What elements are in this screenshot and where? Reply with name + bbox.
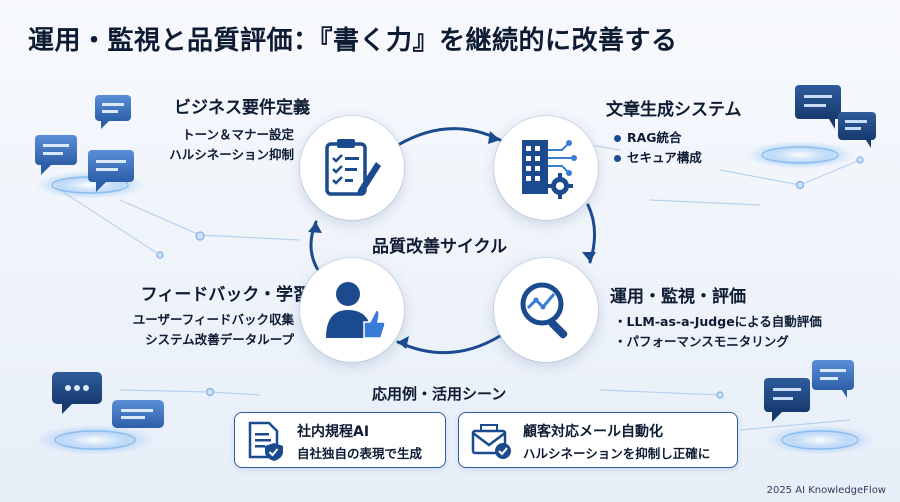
stage-generation-system-title: 文章生成システム (606, 100, 742, 120)
use-case-title: 顧客対応メール自動化 (523, 424, 663, 440)
stage-operation-monitoring-items: ・LLM-as-a-Judgeによる自動評価 ・パフォーマンスモニタリング (614, 312, 822, 352)
chat-bubbles-top-right (745, 85, 876, 169)
stage-item: ユーザーフィードバック収集 (132, 312, 294, 327)
use-case-card-internal-rules: 社内規程AI 自社独自の表現で生成 (234, 412, 446, 468)
bullet-dot (614, 154, 621, 162)
clipboard-checklist-pen-icon (325, 139, 381, 196)
magnifier-chart-icon (520, 282, 568, 339)
stage-item: ハルシネーション抑制 (169, 147, 294, 162)
use-cases-title: 応用例・活用シーン (372, 385, 507, 403)
page-title: 運用・監視と品質評価：『書く力』を継続的に改善する (28, 26, 678, 56)
document-shield-icon (248, 421, 283, 461)
building-gear-network-icon (522, 140, 577, 199)
node-operation-monitoring (494, 258, 598, 362)
cycle-label: 品質改善サイクル (372, 237, 508, 257)
stage-feedback-learning-items: ユーザーフィードバック収集 システム改善データループ (133, 310, 294, 350)
footer-copyright: 2025 AI KnowledgeFlow (766, 485, 886, 496)
stage-item: ・パフォーマンスモニタリング (614, 334, 789, 349)
node-generation-system (494, 116, 598, 220)
use-case-card-customer-email: 顧客対応メール自動化 ハルシネーションを抑制し正確に (458, 412, 738, 468)
use-case-subtitle: ハルシネーションを抑制し正確に (523, 446, 711, 461)
stage-feedback-learning-title: フィードバック・学習 (140, 285, 310, 305)
stage-item: RAG統合 (627, 130, 682, 145)
envelope-check-icon (471, 424, 511, 459)
arrow-head-left (308, 222, 322, 233)
stage-item: トーン＆マナー設定 (182, 127, 294, 142)
stage-item: ・LLM-as-a-Judgeによる自動評価 (614, 314, 822, 329)
use-case-subtitle: 自社独自の表現で生成 (297, 446, 423, 461)
user-thumbs-up-icon (326, 282, 386, 339)
chat-bubbles-top-left (35, 95, 145, 199)
stage-business-requirements-title: ビジネス要件定義 (174, 98, 310, 118)
node-feedback-learning (300, 258, 404, 362)
arrow-head-top (488, 131, 500, 144)
stage-item: システム改善データループ (145, 332, 294, 347)
stage-generation-system-items: RAG統合 セキュア構成 (614, 128, 702, 168)
arrow-head-right (582, 252, 596, 262)
arrow-head-bottom (398, 336, 409, 349)
chat-bubbles-bottom-left (35, 372, 164, 455)
stage-business-requirements-items: トーン＆マナー設定 ハルシネーション抑制 (169, 125, 294, 165)
chat-bubbles-bottom-right (764, 360, 875, 455)
node-business-requirements (300, 116, 404, 220)
stage-item: セキュア構成 (627, 150, 702, 165)
stage-operation-monitoring-title: 運用・監視・評価 (610, 287, 746, 307)
use-case-title: 社内規程AI (297, 424, 370, 440)
bullet-dot (614, 134, 621, 142)
